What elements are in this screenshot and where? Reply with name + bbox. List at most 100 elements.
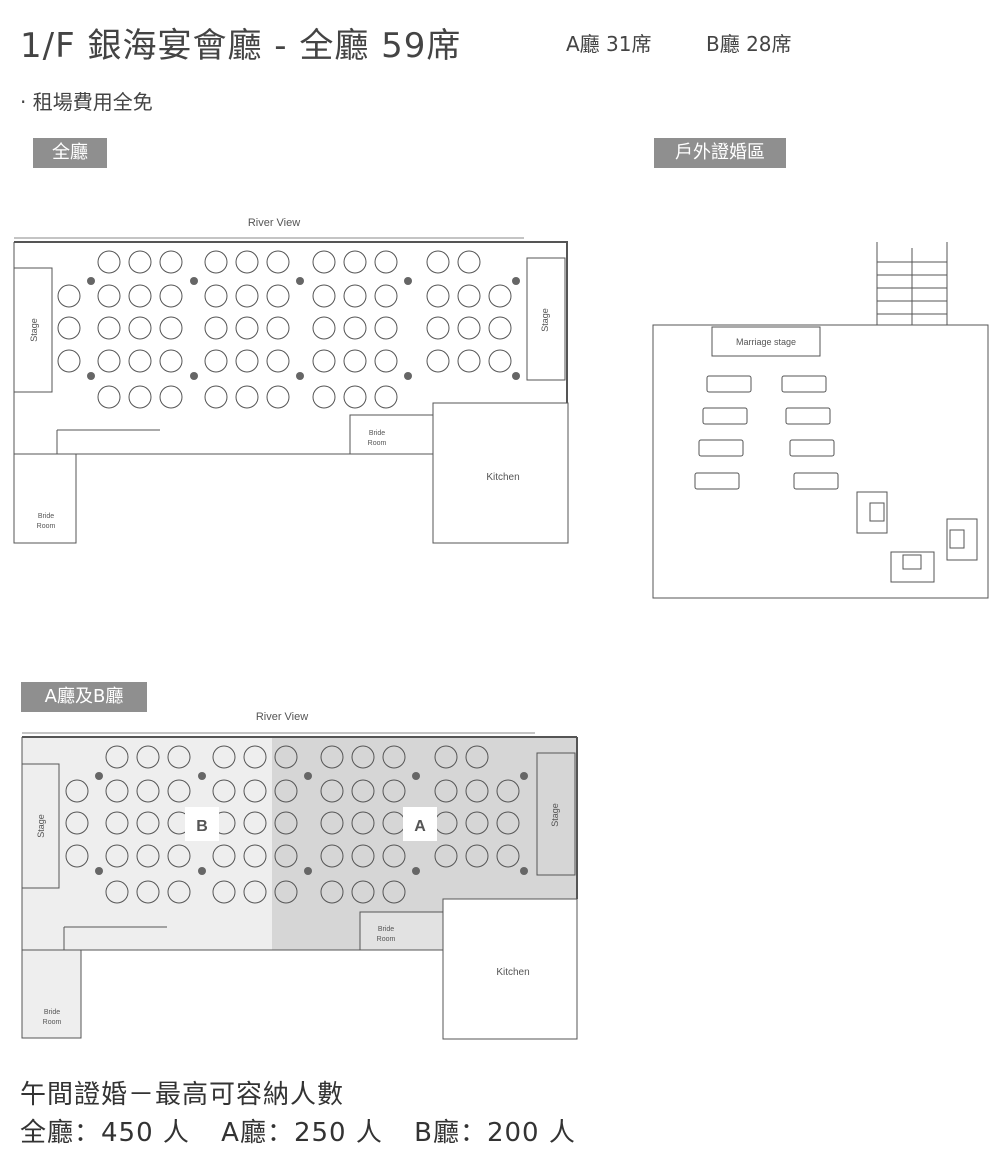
banquet-table (105, 811, 129, 835)
banquet-table (320, 745, 344, 769)
banquet-table (496, 811, 520, 835)
banquet-table (457, 316, 481, 340)
banquet-table (374, 316, 398, 340)
banquet-table (167, 844, 191, 868)
banquet-table (312, 284, 336, 308)
banquet-table (274, 779, 298, 803)
banquet-table (320, 779, 344, 803)
banquet-table (57, 316, 81, 340)
footer-line-2: 全廳：450 人 A廳：250 人 B廳：200 人 (20, 1112, 576, 1149)
banquet-table (343, 349, 367, 373)
banquet-table (382, 745, 406, 769)
banquet-table (235, 284, 259, 308)
banquet-table (136, 880, 160, 904)
svg-text:Room: Room (43, 1019, 62, 1026)
banquet-table (128, 250, 152, 274)
banquet-table (351, 880, 375, 904)
banquet-table (457, 284, 481, 308)
banquet-table (136, 811, 160, 835)
hall-b-marker (185, 807, 219, 841)
pillar-dot (404, 277, 412, 285)
banquet-table (434, 745, 458, 769)
banquet-table (167, 779, 191, 803)
svg-text:Room: Room (37, 523, 56, 530)
banquet-table (128, 316, 152, 340)
banquet-table (266, 250, 290, 274)
banquet-table (212, 779, 236, 803)
banquet-table (426, 349, 450, 373)
banquet-table (426, 316, 450, 340)
rental-note: · 租場費用全免 (20, 90, 153, 114)
banquet-table (434, 844, 458, 868)
stage-left-2 (21, 763, 60, 889)
banquet-table (312, 250, 336, 274)
banquet-table (320, 811, 344, 835)
banquet-table (204, 284, 228, 308)
banquet-table (97, 284, 121, 308)
hall-b-area (22, 737, 272, 950)
capacity-b: B廳：200 人 (414, 1118, 576, 1148)
svg-text:Stage: Stage (29, 318, 39, 342)
tag-full-hall: 全廳 (33, 138, 107, 168)
pillar-dot (95, 867, 103, 875)
banquet-table (204, 316, 228, 340)
banquet-table (312, 316, 336, 340)
pillar-dot (198, 772, 206, 780)
svg-text:Bride: Bride (378, 926, 394, 933)
guest-bench (785, 407, 831, 425)
pillar-dot (198, 867, 206, 875)
banquet-table (128, 284, 152, 308)
pillar-dot (412, 867, 420, 875)
banquet-table (167, 745, 191, 769)
banquet-table (136, 779, 160, 803)
banquet-table (343, 284, 367, 308)
banquet-table (204, 349, 228, 373)
banquet-table (374, 385, 398, 409)
pillar-dot (190, 372, 198, 380)
banquet-table (97, 250, 121, 274)
tag-outdoor: 戶外證婚區 (654, 138, 786, 168)
banquet-table (159, 385, 183, 409)
banquet-table (57, 284, 81, 308)
banquet-table (488, 316, 512, 340)
banquet-table (465, 779, 489, 803)
svg-text:Stage: Stage (540, 308, 550, 332)
guest-bench (698, 439, 744, 457)
tag-ab-hall: A廳及B廳 (21, 682, 147, 712)
river-view-label-2: River View (256, 711, 308, 723)
banquet-table (351, 779, 375, 803)
outdoor-wedding-area: Marriage stage (652, 242, 989, 599)
banquet-table (496, 844, 520, 868)
banquet-table (105, 844, 129, 868)
banquet-table (343, 316, 367, 340)
banquet-table (97, 349, 121, 373)
banquet-table (465, 811, 489, 835)
pillar-dot (512, 372, 520, 380)
banquet-table (457, 349, 481, 373)
hall-b-letter: B (196, 818, 208, 835)
banquet-table (496, 779, 520, 803)
banquet-table (312, 385, 336, 409)
banquet-table (65, 811, 89, 835)
banquet-table (266, 385, 290, 409)
ab-hall-floor-plan: River View Kitchen Bride Room Bride Room… (21, 711, 578, 1040)
banquet-table (243, 880, 267, 904)
banquet-table (65, 779, 89, 803)
banquet-table (235, 349, 259, 373)
banquet-table (343, 385, 367, 409)
capacity-a: A廳：250 人 (221, 1118, 383, 1148)
marriage-stage (711, 326, 821, 357)
pillar-dot (404, 372, 412, 380)
pillar-dot (512, 277, 520, 285)
banquet-table (235, 385, 259, 409)
pillar-dot (520, 772, 528, 780)
banquet-table (159, 316, 183, 340)
banquet-table (274, 811, 298, 835)
banquet-table (105, 880, 129, 904)
banquet-table (159, 349, 183, 373)
banquet-table (266, 284, 290, 308)
guest-bench (702, 407, 748, 425)
pillar-dot (412, 772, 420, 780)
banquet-table (243, 811, 267, 835)
